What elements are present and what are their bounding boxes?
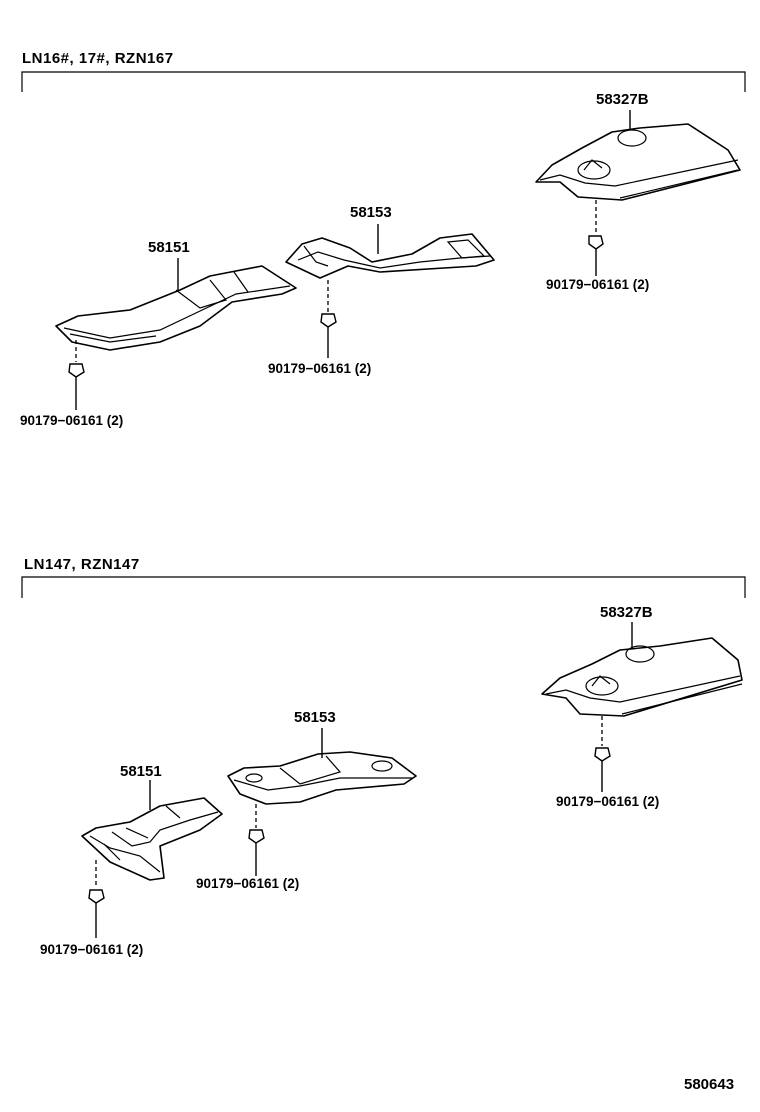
nut-icon	[588, 235, 604, 250]
part-label-58151: 58151	[120, 763, 162, 780]
part-label-58151: 58151	[148, 239, 190, 256]
part-label-58327b: 58327B	[600, 604, 653, 621]
section-2-bracket	[21, 576, 746, 598]
heat-insulator-58327b-2	[541, 637, 743, 717]
part-label-58327b: 58327B	[596, 91, 649, 108]
heat-insulator-58151	[55, 265, 297, 351]
nut-icon	[320, 313, 337, 328]
bolt-label: 90179−06161 (2)	[196, 876, 300, 891]
section-2-title: LN147, RZN147	[24, 556, 140, 573]
section-1-bracket	[21, 71, 746, 92]
part-label-58153: 58153	[294, 709, 336, 726]
nut-icon	[88, 889, 105, 904]
bolt-label: 90179−06161 (2)	[546, 277, 650, 292]
bolt-label: 90179−06161 (2)	[556, 794, 660, 809]
heat-insulator-58151-2	[81, 797, 223, 881]
nut-icon	[68, 363, 85, 378]
heat-insulator-58327b	[535, 123, 741, 201]
heat-insulator-58153	[285, 233, 495, 279]
bolt-label: 90179−06161 (2)	[40, 942, 144, 957]
diagram-code: 580643	[684, 1076, 735, 1093]
nut-icon	[594, 747, 611, 762]
part-label-58153: 58153	[350, 204, 392, 221]
section-1-title: LN16#, 17#, RZN167	[22, 50, 174, 67]
heat-insulator-58153-2	[227, 751, 417, 805]
bolt-label: 90179−06161 (2)	[20, 413, 124, 428]
nut-icon	[248, 829, 265, 844]
bolt-label: 90179−06161 (2)	[268, 361, 372, 376]
